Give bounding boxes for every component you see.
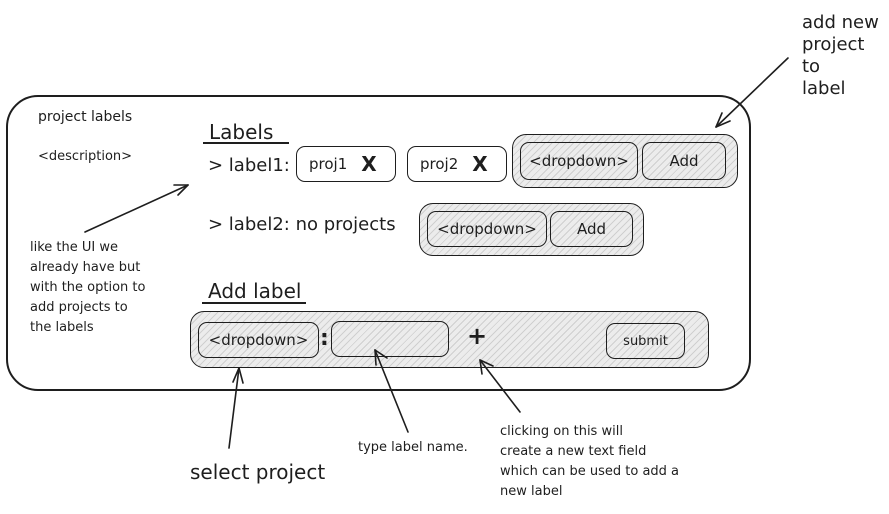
project-chip-proj1: proj1 X [296, 146, 396, 182]
remove-project-proj2-button[interactable]: X [472, 152, 488, 176]
labels-heading-underline [203, 142, 289, 144]
add-label-heading-underline [202, 302, 306, 304]
label-name-input[interactable] [331, 321, 449, 357]
annotation-clicking-plus: clicking on this will create a new text … [500, 424, 680, 499]
add-label-separator: : [320, 326, 329, 351]
add-label-heading: Add label [208, 279, 302, 303]
add-text-field-plus-button[interactable]: + [467, 322, 488, 350]
label2-project-dropdown[interactable]: <dropdown> [427, 211, 547, 247]
label2-name: > label2: no projects [208, 214, 396, 235]
label2-add-button[interactable]: Add [550, 211, 633, 247]
project-labels-title: project labels [38, 109, 133, 125]
submit-button[interactable]: submit [606, 323, 685, 359]
project-chip-label: proj1 [309, 155, 348, 173]
description-text: <description> [38, 149, 133, 164]
labels-heading: Labels [209, 120, 274, 144]
annotation-type-label-name: type label name. [358, 440, 468, 455]
project-chip-proj2: proj2 X [407, 146, 507, 182]
annotation-like-ui: like the UI we already have but with the… [30, 240, 146, 335]
project-chip-label: proj2 [420, 155, 459, 173]
annotation-add-new-project: add new project to label [802, 12, 879, 99]
label1-add-button[interactable]: Add [642, 142, 726, 180]
add-label-project-dropdown[interactable]: <dropdown> [198, 322, 319, 358]
label1-name: > label1: [208, 155, 290, 176]
label1-project-dropdown[interactable]: <dropdown> [520, 142, 638, 180]
remove-project-proj1-button[interactable]: X [361, 152, 377, 176]
annotation-select-project: select project [190, 460, 326, 484]
